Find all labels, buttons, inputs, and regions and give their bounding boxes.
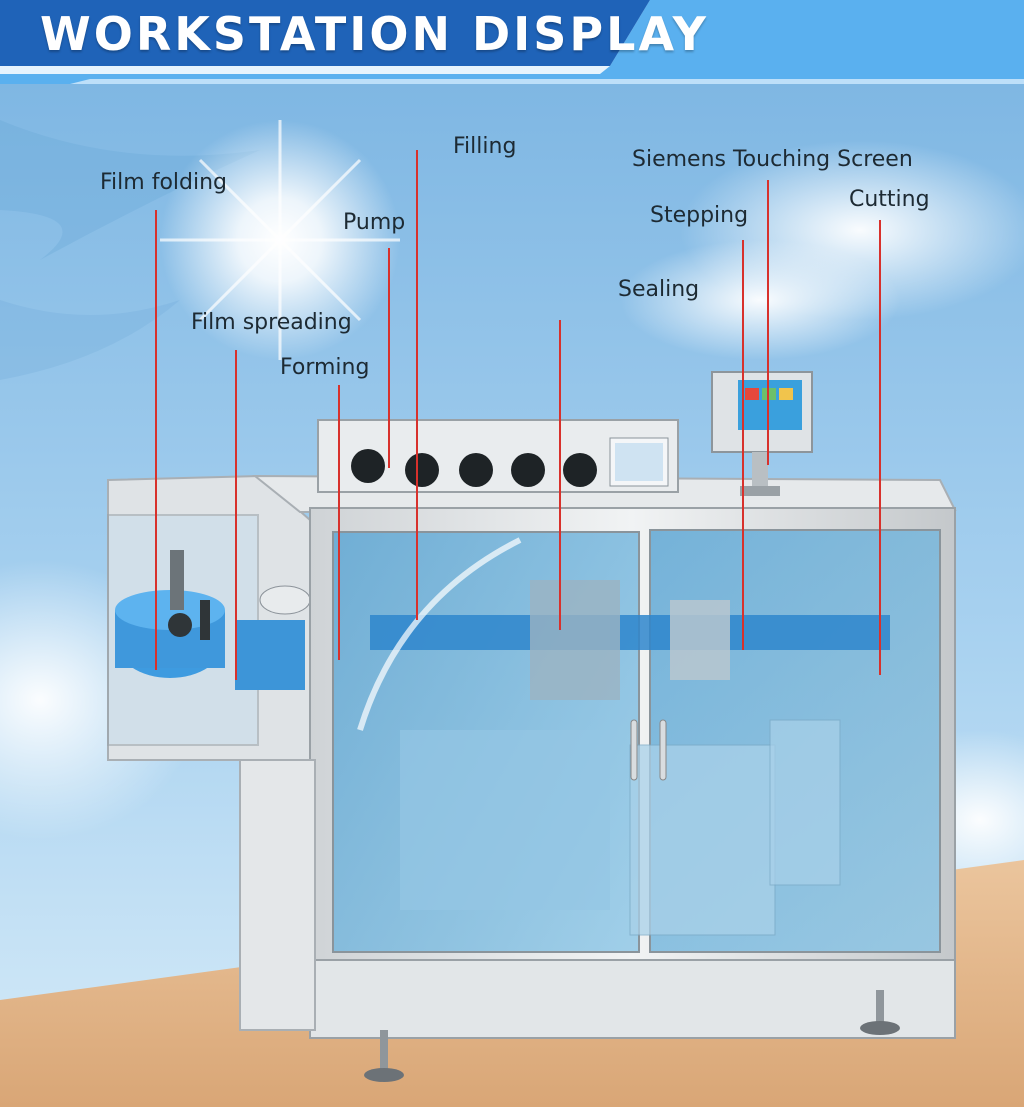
leader-line-film-spreading <box>235 350 237 680</box>
leader-line-forming <box>338 385 340 660</box>
leader-line-siemens-touching-screen <box>767 180 769 465</box>
callout-stepping: Stepping <box>650 203 749 228</box>
callout-filling: Filling <box>453 134 517 159</box>
callout-pump: Pump <box>343 210 406 235</box>
page-title: WORKSTATION DISPLAY <box>40 7 709 61</box>
leader-line-cutting <box>879 220 881 675</box>
leader-line-stepping <box>742 240 744 650</box>
callout-forming: Forming <box>280 355 370 380</box>
callout-film-spreading: Film spreading <box>191 310 352 335</box>
leader-line-sealing <box>559 320 561 630</box>
header-banner <box>0 0 1024 84</box>
leader-line-filling <box>416 150 418 620</box>
callout-film-folding: Film folding <box>100 170 228 195</box>
leader-line-film-folding <box>155 210 157 670</box>
callout-sealing: Sealing <box>618 277 700 302</box>
callout-siemens-touching-screen: Siemens Touching Screen <box>632 147 913 172</box>
callout-cutting: Cutting <box>849 187 930 212</box>
leader-line-pump <box>388 248 390 468</box>
